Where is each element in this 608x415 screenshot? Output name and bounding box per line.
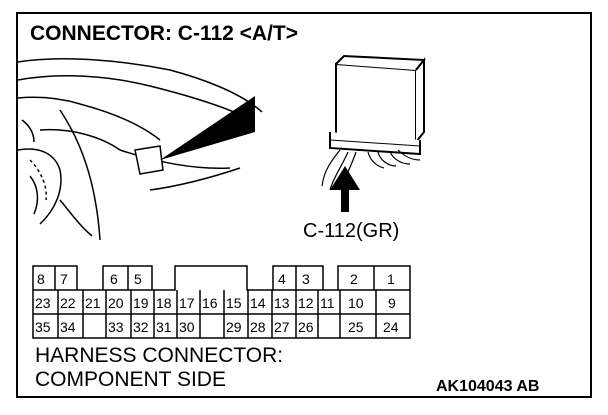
pin-label: 2 — [350, 271, 358, 287]
pin-label: 11 — [320, 295, 335, 311]
pin-label: 30 — [179, 319, 195, 335]
pin-label: 18 — [156, 295, 172, 311]
pin-label: 6 — [110, 271, 118, 287]
connector-label: C-112(GR) — [303, 220, 399, 242]
pin-label: 24 — [383, 319, 399, 335]
pin-label: 33 — [108, 319, 124, 335]
pin-label: 3 — [302, 271, 310, 287]
caption-line-1: HARNESS CONNECTOR: — [35, 344, 283, 367]
pin-label: 12 — [298, 295, 314, 311]
pin-label: 31 — [156, 319, 172, 335]
pin-label: 16 — [202, 295, 218, 311]
pin-label: 7 — [60, 271, 68, 287]
connector-location-marker — [134, 145, 164, 175]
outer-border — [16, 12, 592, 398]
pin-label: 19 — [133, 295, 149, 311]
pin-label: 8 — [37, 271, 45, 287]
pin-label: 4 — [278, 271, 286, 287]
pin-label: 28 — [250, 319, 266, 335]
connector-arrow — [330, 166, 360, 212]
pin-label: 29 — [226, 319, 242, 335]
pin-label: 27 — [274, 319, 290, 335]
pin-label: 14 — [250, 295, 266, 311]
pin-label: 26 — [298, 319, 314, 335]
connector-pin-grid — [32, 265, 411, 339]
pin-label: 13 — [274, 295, 290, 311]
caption-line-2: COMPONENT SIDE — [35, 368, 226, 391]
pin-label: 5 — [134, 271, 142, 287]
pin-label: 35 — [35, 319, 51, 335]
pin-label: 34 — [60, 319, 76, 335]
dashboard-illustration — [17, 57, 263, 241]
pointer-wedge — [160, 96, 255, 160]
pin-label: 23 — [35, 295, 51, 311]
pin-label: 21 — [85, 295, 101, 311]
pin-label: 10 — [348, 295, 364, 311]
pin-label: 1 — [387, 271, 395, 287]
pin-label: 25 — [348, 319, 364, 335]
pin-label: 15 — [226, 295, 242, 311]
pin-label: 20 — [108, 295, 124, 311]
diagram-title: CONNECTOR: C-112 <A/T> — [30, 22, 298, 45]
pin-label: 9 — [388, 295, 396, 311]
control-unit-illustration — [321, 54, 427, 191]
pin-label: 17 — [179, 295, 195, 311]
figure-code: AK104043 AB — [436, 378, 539, 395]
pin-label: 22 — [60, 295, 76, 311]
pin-label: 32 — [133, 319, 149, 335]
pin-labels: 8 7 6 5 4 3 2 1 23 22 21 20 19 18 17 16 … — [35, 271, 399, 335]
